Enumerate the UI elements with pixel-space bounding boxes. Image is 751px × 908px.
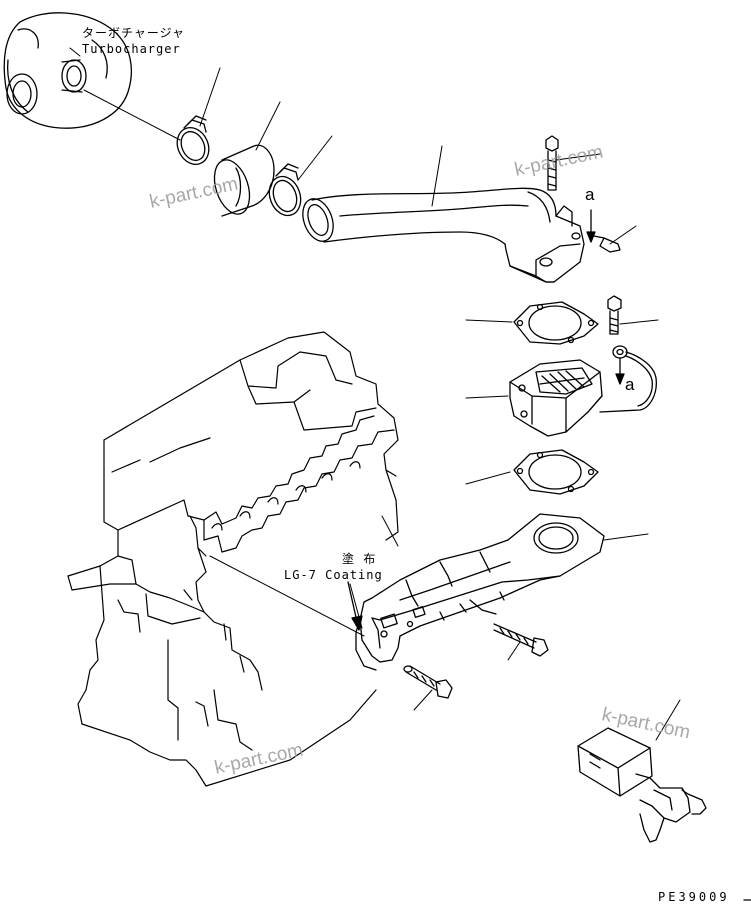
plug-screw: [593, 235, 621, 253]
turbocharger-part: [3, 12, 132, 129]
turbocharger-label-en: Turbocharger: [82, 42, 181, 56]
hose-clamp-1: [176, 115, 210, 165]
bolt-manifold-low: [403, 665, 453, 699]
ref-label-a-top: a: [585, 185, 595, 204]
intake-heater-body: [509, 359, 603, 437]
leader-lines: [69, 47, 681, 741]
bolt-right: [607, 295, 622, 335]
gasket-upper: [513, 301, 599, 345]
gasket-lower: [513, 449, 599, 495]
coating-label-jp: 塗 布: [342, 552, 377, 566]
ref-label-a-bottom: a: [625, 375, 635, 394]
bolt-top: [545, 135, 559, 191]
rubber-hose: [213, 144, 275, 217]
coating-arrow: [347, 581, 363, 631]
turbocharger-label-jp: ターボチャージャ: [82, 26, 186, 40]
heater-relay: [577, 727, 707, 843]
intake-connector: [302, 187, 585, 283]
engine-block: [67, 331, 399, 787]
drawing-code: PE39009: [658, 890, 730, 904]
intake-manifold: [355, 513, 605, 671]
ref-arrow-bottom: [615, 357, 625, 385]
coating-label-en: LG-7 Coating: [284, 568, 383, 582]
bolt-manifold-mid: [493, 623, 549, 657]
ref-arrow-top: [586, 209, 596, 243]
hose-clamp-2: [268, 163, 302, 217]
